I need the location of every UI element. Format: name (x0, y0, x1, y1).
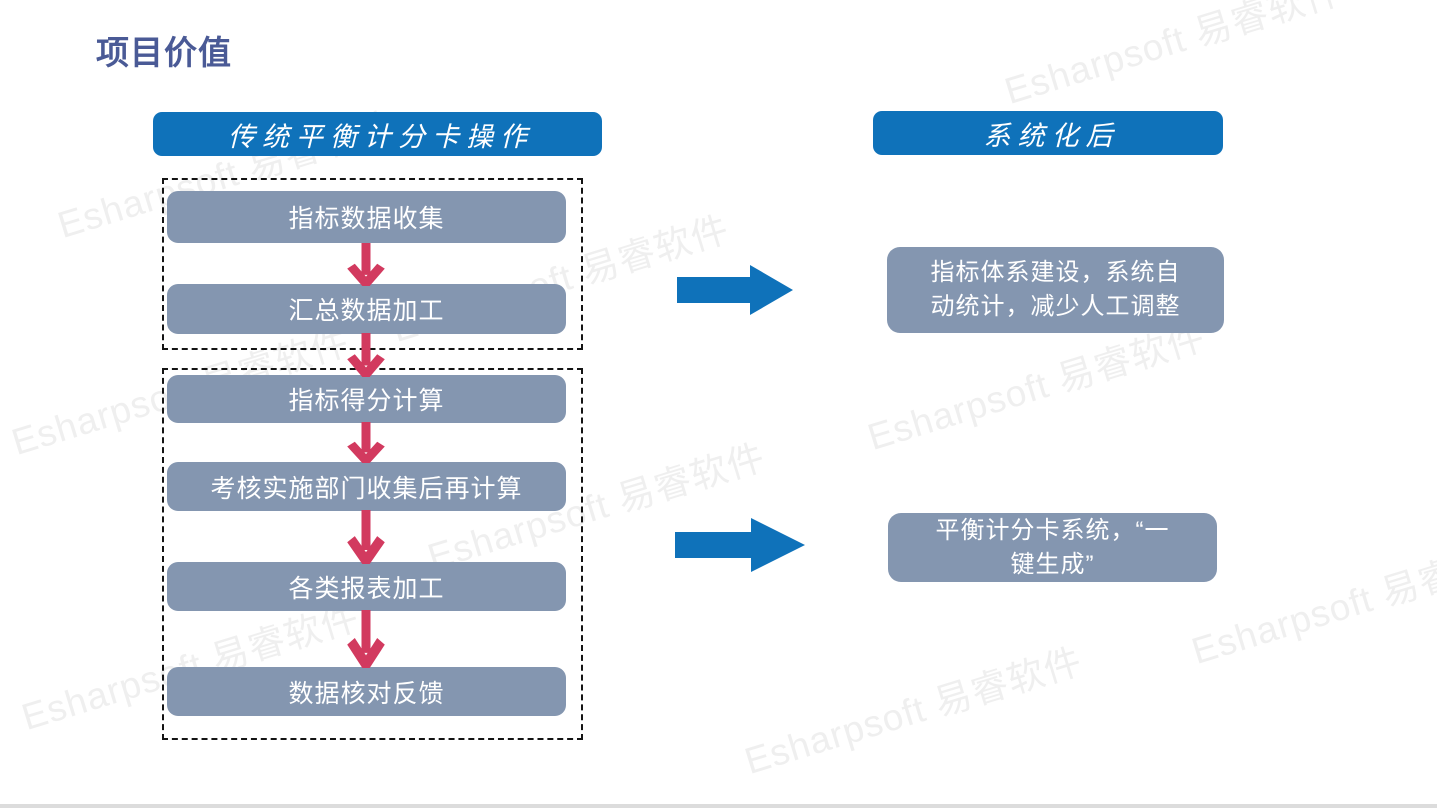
page-title: 项目价值 (96, 34, 232, 71)
step-box: 汇总数据加工 (167, 284, 566, 334)
left-column-header: 传统平衡计分卡操作 (153, 112, 602, 156)
slide-bottom-edge (0, 804, 1437, 808)
right-arrow-icon (675, 518, 805, 572)
down-arrow-icon (347, 610, 385, 668)
down-arrow-icon (347, 422, 385, 463)
step-box: 各类报表加工 (167, 562, 566, 611)
down-arrow-icon (347, 243, 385, 286)
step-box: 指标得分计算 (167, 375, 566, 423)
right-arrow-icon (677, 265, 793, 315)
result-box: 平衡计分卡系统，“一 键生成” (888, 513, 1217, 582)
right-column-header: 系统化后 (873, 111, 1223, 155)
step-box: 数据核对反馈 (167, 667, 566, 716)
down-arrow-icon (347, 510, 385, 564)
step-box: 指标数据收集 (167, 191, 566, 243)
result-box: 指标体系建设，系统自 动统计，减少人工调整 (887, 247, 1224, 333)
traditional-steps-group-1 (162, 178, 583, 350)
step-box: 考核实施部门收集后再计算 (167, 462, 566, 511)
down-arrow-icon (347, 333, 385, 377)
